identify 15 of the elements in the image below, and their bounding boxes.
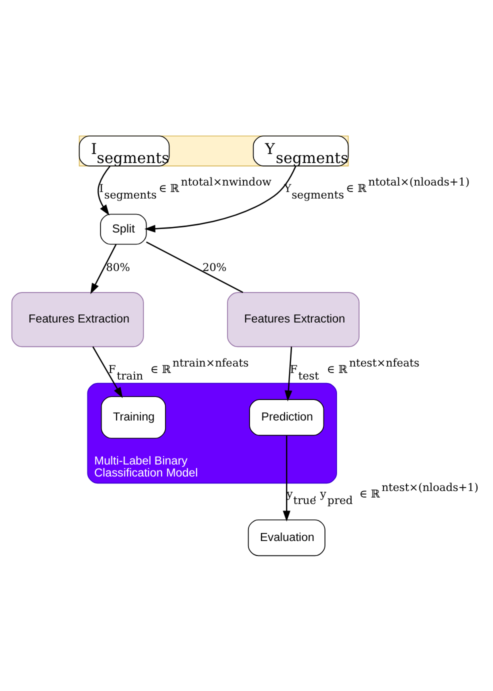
node-box: Split — [100, 214, 147, 245]
arrow — [282, 436, 290, 522]
node-box: Features Extraction — [11, 292, 144, 348]
node-box: Evaluation — [248, 519, 326, 556]
node-box: Training — [100, 396, 166, 439]
node-box: Features Extraction — [227, 292, 360, 348]
arrow — [284, 346, 292, 402]
arrow — [92, 346, 123, 398]
node-box: Prediction — [249, 399, 324, 436]
arrow — [144, 166, 296, 232]
edge-label: 80% — [106, 261, 130, 274]
connector — [146, 242, 244, 294]
edge-label: 20% — [202, 261, 227, 274]
arrow — [90, 244, 117, 294]
arrow — [98, 166, 110, 216]
